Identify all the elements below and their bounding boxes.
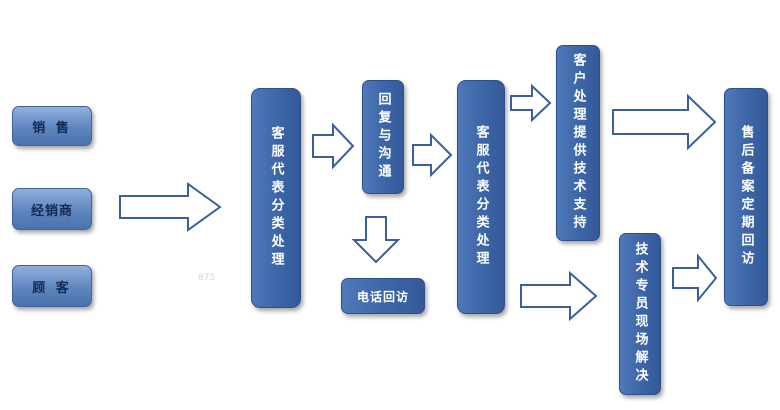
- node-phone-return-visit-label: 电话回访: [356, 289, 409, 304]
- source-distributor: 经销商: [12, 188, 92, 230]
- node-customer-tech-support: 客户处理提供技术支持: [556, 45, 600, 241]
- watermark-mark: 875: [198, 273, 216, 283]
- node-cs-classify-2-label: 客服代表分类处理: [473, 125, 489, 269]
- node-after-sales-followup: 售后备案定期回访: [724, 88, 768, 306]
- source-customer: 顾 客: [12, 265, 92, 307]
- node-cs-classify-2: 客服代表分类处理: [457, 80, 505, 314]
- source-sales: 销 售: [12, 106, 92, 146]
- source-distributor-label: 经销商: [30, 203, 73, 219]
- node-after-sales-followup-label: 售后备案定期回访: [738, 125, 754, 269]
- node-cs-classify-1-label: 客服代表分类处理: [268, 126, 284, 270]
- node-cs-classify-1: 客服代表分类处理: [251, 88, 301, 308]
- arrow-reply-to-phone: [351, 216, 401, 264]
- arrow-cs1-to-reply: [312, 122, 355, 170]
- arrow-cs2-to-support: [510, 83, 552, 123]
- node-customer-tech-support-label: 客户处理提供技术支持: [570, 53, 586, 233]
- arrow-sources-to-cs1: [119, 182, 222, 232]
- node-reply-communicate: 回复与沟通: [362, 80, 404, 194]
- source-customer-label: 顾 客: [32, 280, 72, 296]
- arrow-support-to-aftersales: [612, 93, 717, 151]
- node-reply-communicate-label: 回复与沟通: [375, 92, 391, 182]
- arrow-reply-to-cs2: [412, 132, 453, 178]
- node-tech-specialist-onsite: 技术专员现场解决: [619, 233, 661, 395]
- arrow-cs2-to-onsite: [520, 270, 598, 322]
- node-tech-specialist-onsite-label: 技术专员现场解决: [632, 242, 648, 386]
- source-sales-label: 销 售: [32, 120, 72, 136]
- arrow-onsite-to-aftersales: [672, 253, 718, 303]
- node-phone-return-visit: 电话回访: [341, 278, 425, 314]
